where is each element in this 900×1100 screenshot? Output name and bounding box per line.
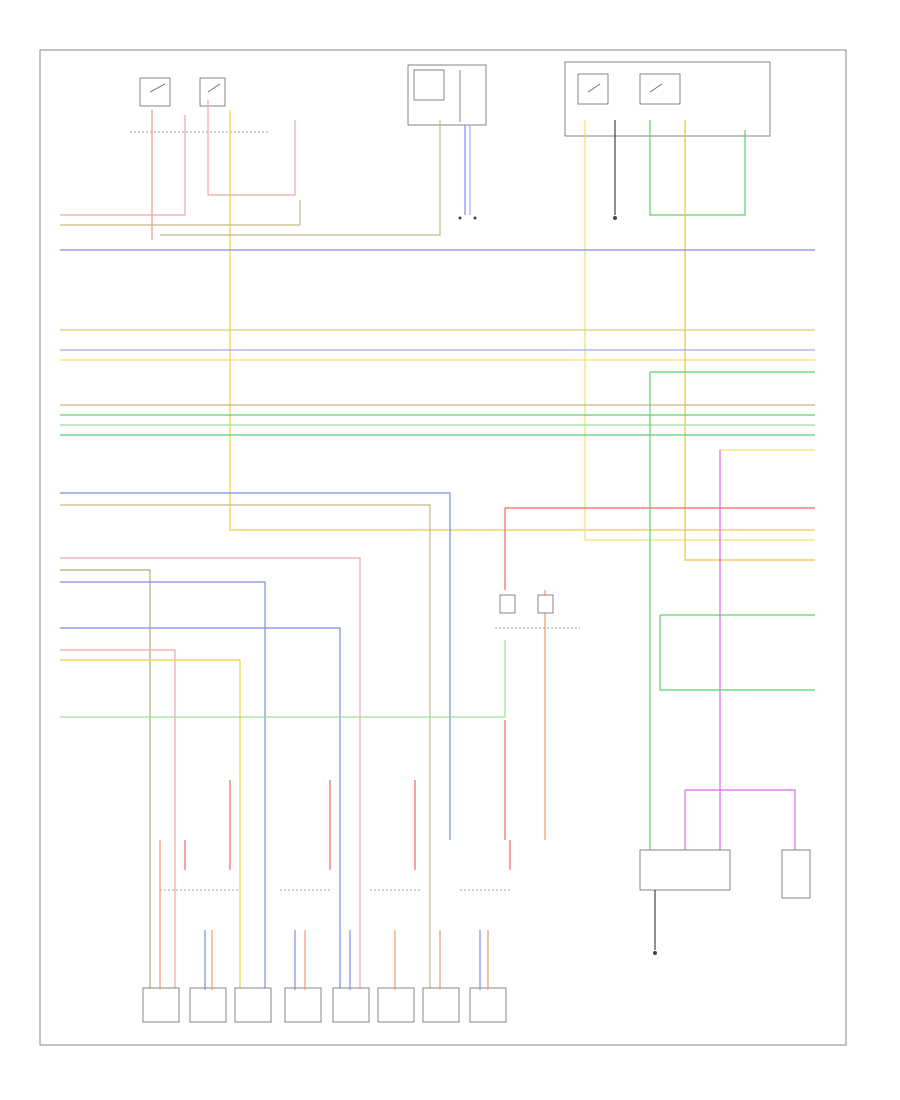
sensor-connector-8 (469, 987, 507, 1023)
ground-markers (458, 216, 657, 955)
sensor-connector-1 (142, 987, 180, 1023)
sensor-connector-6 (377, 987, 415, 1023)
lower-wires (60, 372, 815, 990)
sensor-connector-7 (422, 987, 460, 1023)
top-left-relay-block (130, 77, 270, 133)
center-relay (495, 594, 580, 629)
sensor-stubs (159, 780, 656, 990)
sensor-connector-2 (189, 987, 227, 1023)
top-right-relay-block (564, 61, 771, 137)
sensor-connector-3 (234, 987, 272, 1023)
diagram-frame (39, 49, 847, 1046)
right-switch-block (639, 849, 811, 899)
sensor-connector-5 (332, 987, 370, 1023)
bus-wires (60, 249, 815, 451)
sensor-connector-4 (284, 987, 322, 1023)
sensor-connectors (142, 889, 510, 1023)
top-center-module (407, 64, 487, 126)
